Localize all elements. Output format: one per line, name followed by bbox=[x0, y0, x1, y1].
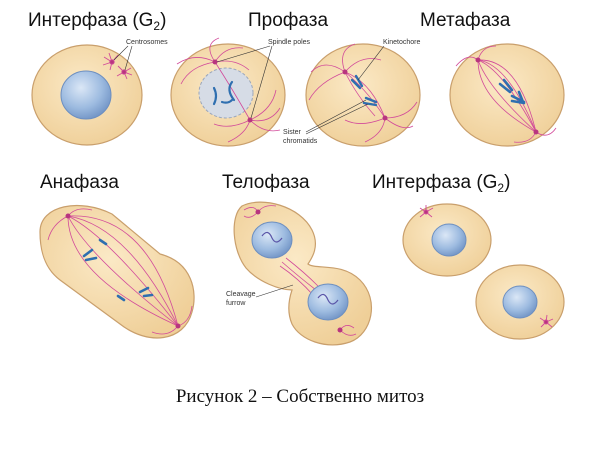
spindle-pole bbox=[175, 323, 181, 329]
title-metaphase: Метафаза bbox=[420, 10, 511, 31]
label-furrow: furrow bbox=[226, 300, 246, 307]
spindle-pole bbox=[475, 57, 481, 63]
title-interphase-g2-top: Интерфаза (G2) bbox=[28, 10, 166, 33]
nucleus bbox=[431, 223, 467, 257]
leader-centrosomes bbox=[113, 45, 129, 61]
nucleus bbox=[502, 285, 538, 319]
spindle-fibers bbox=[308, 43, 418, 143]
cell-metaphase bbox=[449, 43, 565, 147]
kinetochore-chromatids bbox=[350, 74, 378, 107]
leader-centrosomes bbox=[124, 45, 133, 71]
leader-kinetochore bbox=[357, 45, 385, 81]
cell-anaphase bbox=[39, 204, 195, 339]
cell-body bbox=[233, 201, 373, 346]
centrosome bbox=[419, 205, 434, 218]
spindle-fibers bbox=[176, 37, 281, 143]
daughter-nucleus bbox=[307, 283, 349, 321]
nucleus bbox=[60, 70, 112, 120]
spindle-pole bbox=[533, 129, 539, 135]
leader-sister-chromatids bbox=[305, 99, 367, 133]
leader-spindle-poles bbox=[216, 45, 271, 63]
label-sister: Sister bbox=[283, 129, 302, 136]
title-anaphase: Анафаза bbox=[40, 172, 119, 193]
leader-spindle-poles bbox=[250, 45, 273, 119]
cell-telophase: Cleavage furrow bbox=[226, 201, 373, 346]
spindle-pole bbox=[65, 213, 71, 219]
centrosome bbox=[539, 314, 554, 328]
label-chromatids: chromatids bbox=[283, 138, 318, 145]
title-interphase-g2-bottom: Интерфаза (G2) bbox=[372, 172, 510, 195]
separating-chromatids bbox=[82, 238, 154, 302]
daughter-nucleus bbox=[251, 221, 293, 259]
label-kinetochore: Kinetochore bbox=[383, 39, 420, 46]
spindle-pole bbox=[342, 69, 348, 75]
spindle-pole bbox=[247, 117, 253, 123]
title-prophase: Профаза bbox=[248, 10, 328, 31]
cell-interphase-top bbox=[31, 44, 143, 146]
cell-prophase bbox=[170, 37, 286, 147]
spindle-pole bbox=[255, 209, 261, 215]
leader-sister-chromatids bbox=[305, 103, 369, 135]
condensing-chromosomes bbox=[212, 80, 236, 106]
label-spindle-poles: Spindle poles bbox=[268, 39, 311, 46]
title-telophase: Телофаза bbox=[222, 172, 310, 193]
cell-prometaphase bbox=[305, 43, 421, 147]
spindle-pole bbox=[382, 115, 388, 121]
metaphase-plate-chromosomes bbox=[498, 78, 526, 105]
daughter-cell-upper bbox=[402, 203, 492, 277]
label-cleavage: Cleavage bbox=[226, 291, 256, 298]
leader-cleavage-furrow bbox=[255, 284, 294, 298]
centrosome-pair bbox=[102, 52, 133, 80]
label-centrosomes: Centrosomes bbox=[126, 39, 168, 46]
spindle-pole bbox=[337, 327, 343, 333]
decondensing-chromosomes bbox=[261, 231, 339, 305]
nucleus-breaking-down bbox=[198, 67, 254, 119]
daughter-cell-lower bbox=[475, 264, 565, 340]
annotations-top: Centrosomes Spindle poles Kinetochore Si… bbox=[113, 39, 420, 145]
cell-body bbox=[39, 204, 195, 339]
spindle-pole bbox=[212, 59, 218, 65]
figure-caption: Рисунок 2 – Собственно митоз bbox=[175, 386, 425, 407]
cell-body bbox=[449, 43, 565, 147]
